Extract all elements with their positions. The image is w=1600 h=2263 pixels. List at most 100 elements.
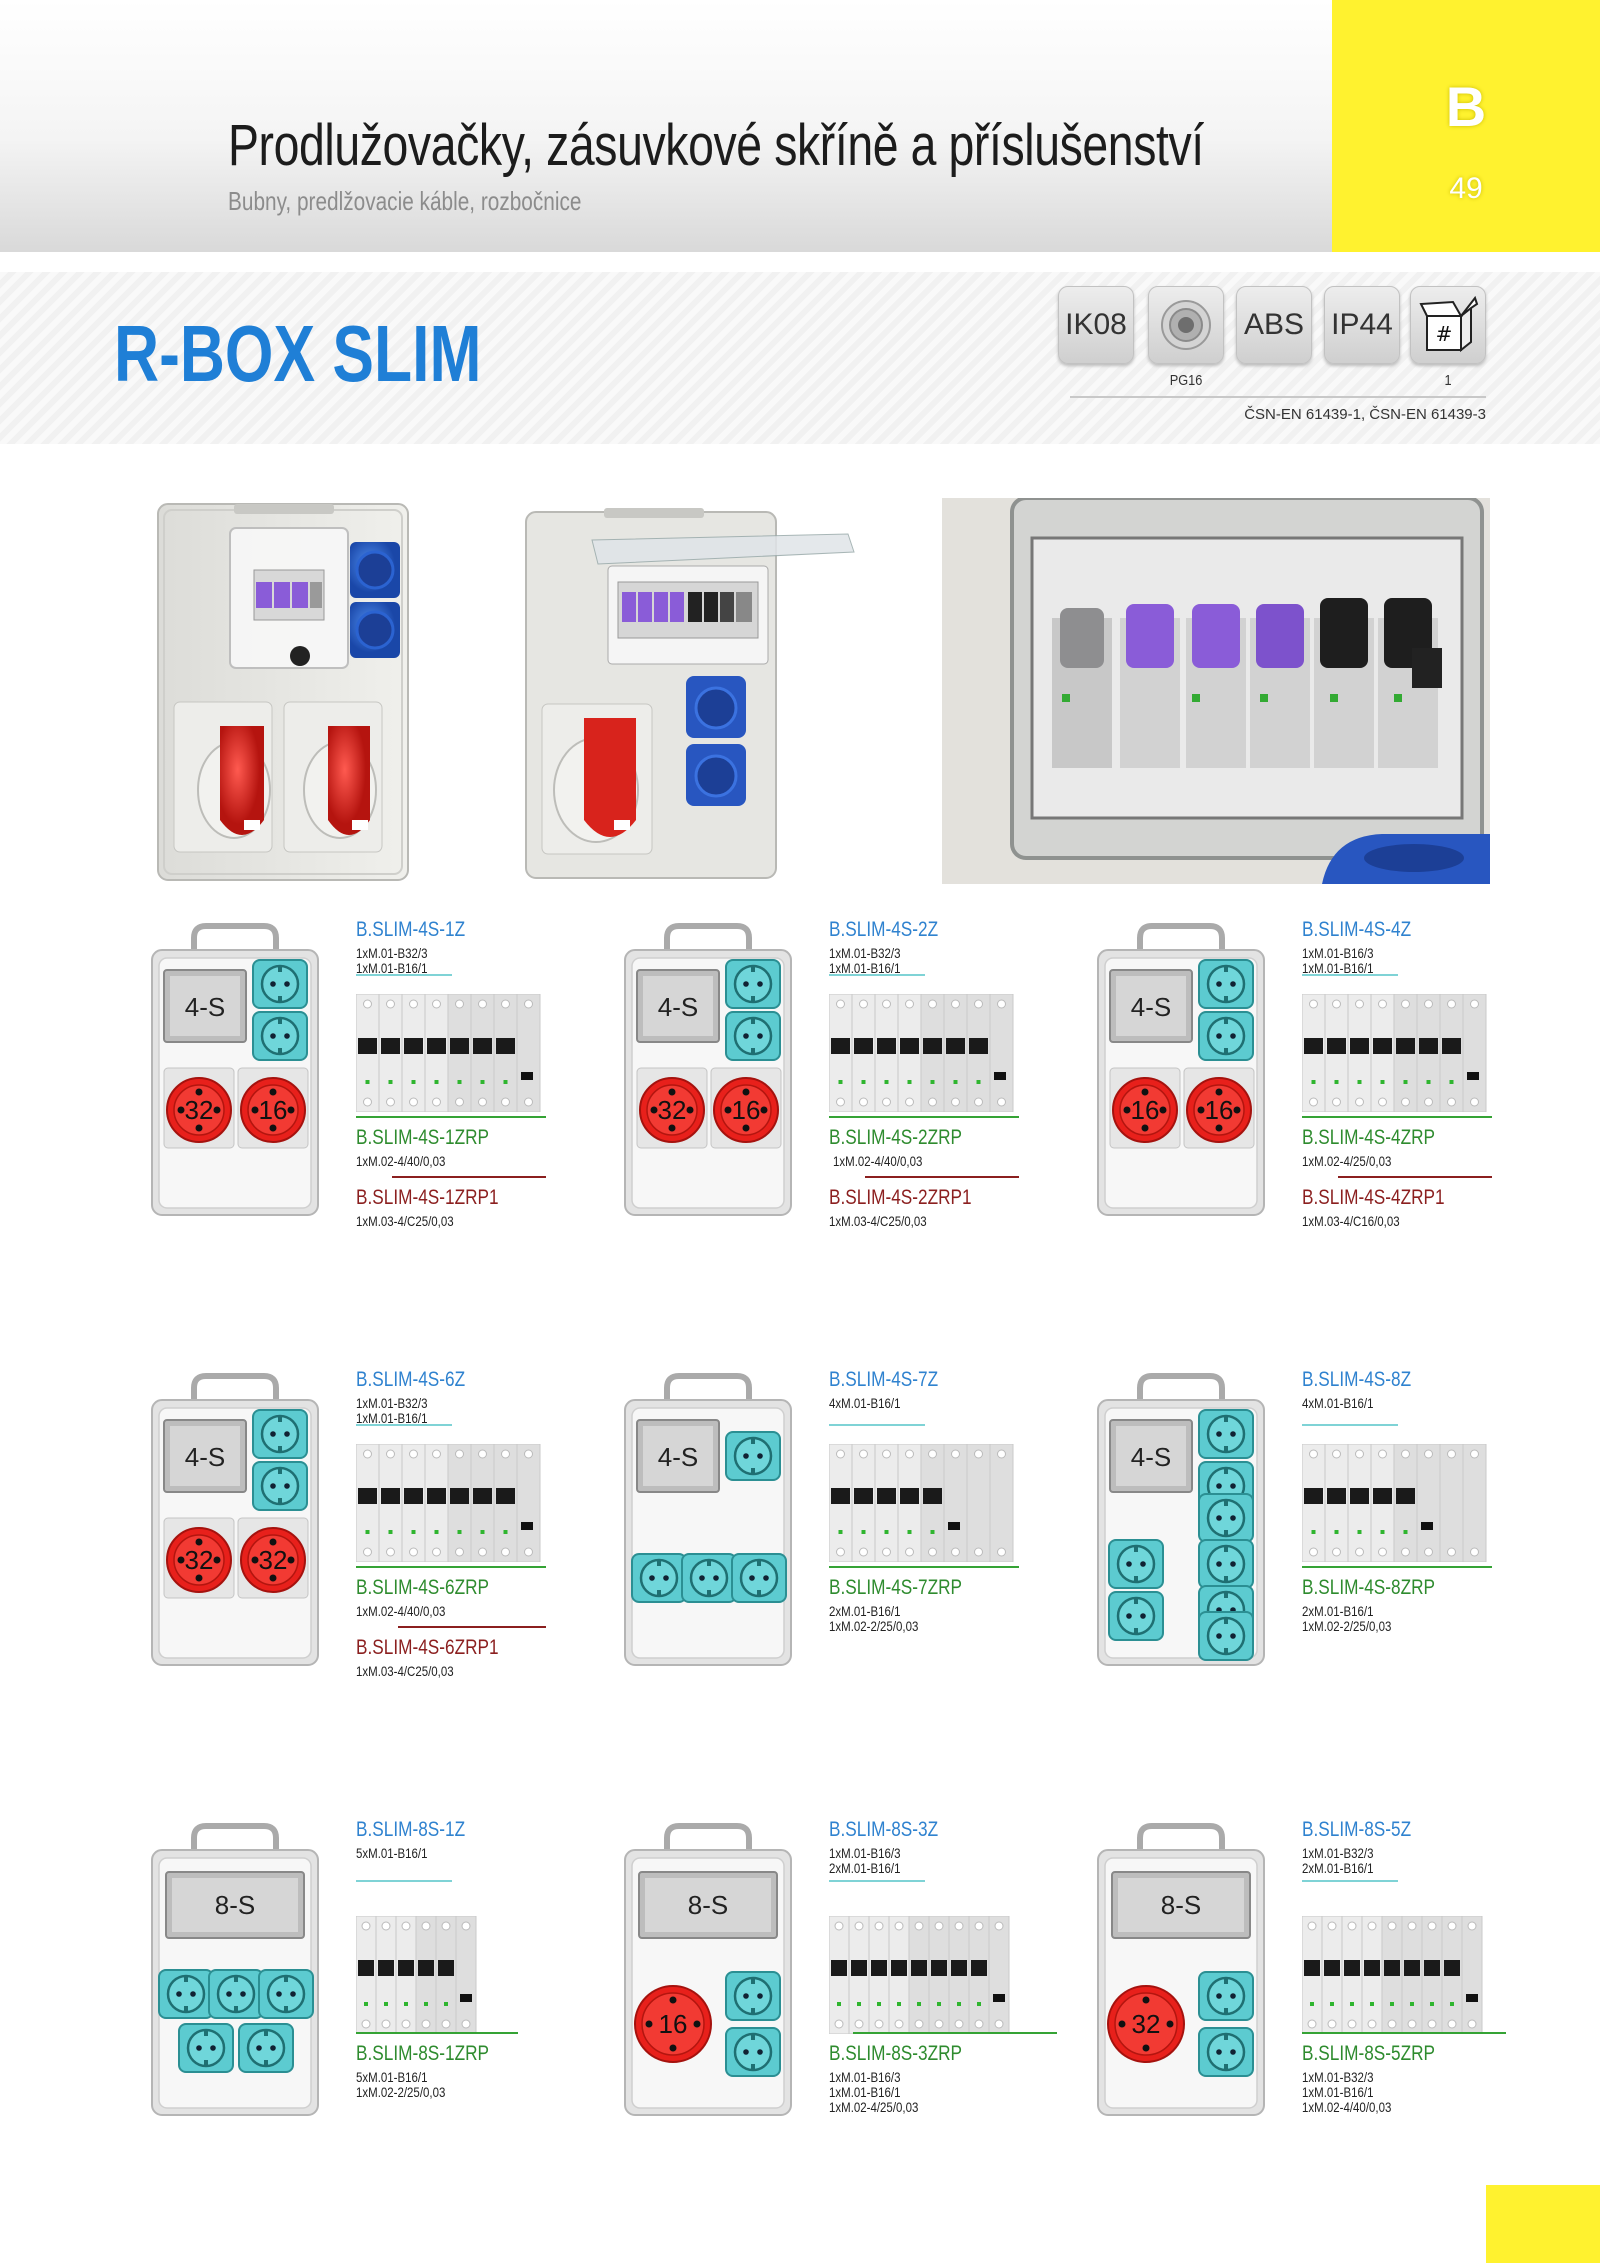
rule-teal	[356, 1424, 452, 1426]
model-spec-line: 2xM.01-B16/1	[1302, 1860, 1374, 1876]
rule-teal	[356, 1880, 452, 1882]
page-subtitle: Bubny, predlžovacie káble, rozbočnice	[228, 186, 582, 216]
rule-green	[356, 1116, 546, 1118]
enclosure-diagram: 8-S 32	[1097, 1823, 1265, 2116]
teal-socket-icon	[1198, 2027, 1254, 2077]
model-name-zrp: B.SLIM-8S-3ZRP	[829, 2042, 963, 2065]
teal-socket-icon	[1198, 1971, 1254, 2021]
model-name-zrp: B.SLIM-4S-2ZRP	[829, 1126, 963, 1149]
standards-divider	[1070, 396, 1486, 398]
rule-dark-red	[1338, 1176, 1492, 1178]
teal-socket-icon	[252, 959, 308, 1009]
socket-rating: 16	[1205, 1095, 1234, 1125]
model-name-z: B.SLIM-8S-1Z	[356, 1818, 466, 1841]
enclosure-label: 4-S	[185, 1442, 225, 1472]
socket-rating: 32	[1132, 2009, 1161, 2039]
package-quantity-label: 1	[1444, 372, 1452, 389]
model-name-zrp1: B.SLIM-4S-1ZRP1	[356, 1186, 499, 1209]
rule-teal	[829, 974, 925, 976]
model-spec-line: 1xM.01-B16/3	[829, 1845, 901, 1861]
red-socket-icon: 32	[639, 1077, 705, 1143]
ik08-badge: IK08	[1058, 286, 1134, 364]
model-name-zrp1: B.SLIM-4S-4ZRP1	[1302, 1186, 1445, 1209]
model-spec-line: 2xM.01-B16/1	[1302, 1603, 1374, 1619]
teal-socket-icon	[178, 2023, 234, 2073]
teal-socket-icon	[1198, 959, 1254, 1009]
model-spec-line: 1xM.01-B32/3	[356, 1395, 428, 1411]
breaker-strip-diagram	[1302, 1444, 1487, 1562]
socket-rating: 16	[732, 1095, 761, 1125]
ip44-text: IP44	[1331, 308, 1393, 341]
page-number: 49	[1449, 172, 1483, 205]
rule-teal	[356, 974, 452, 976]
teal-socket-icon	[1198, 1011, 1254, 1061]
breaker-strip-diagram	[829, 1916, 1010, 2034]
model-spec-line: 1xM.01-B16/1	[356, 960, 428, 976]
rule-dark-red	[398, 1626, 546, 1628]
model-name-z: B.SLIM-8S-3Z	[829, 1818, 939, 1841]
section-tab: B 49	[1332, 0, 1600, 252]
teal-socket-icon	[252, 1409, 308, 1459]
teal-socket-icon	[725, 1971, 781, 2021]
model-spec-line: 1xM.02-2/25/0,03	[1302, 1618, 1392, 1634]
teal-socket-icon	[1198, 1493, 1254, 1543]
ik08-text: IK08	[1065, 308, 1127, 341]
rule-teal	[829, 1424, 925, 1426]
model-name-z: B.SLIM-4S-4Z	[1302, 918, 1412, 941]
model-spec-line: 1xM.02-2/25/0,03	[829, 1618, 919, 1634]
product-photo-breaker-detail	[942, 498, 1490, 884]
teal-socket-icon	[1198, 1409, 1254, 1459]
model-spec-line: 1xM.01-B32/3	[356, 945, 428, 961]
model-name-zrp: B.SLIM-4S-7ZRP	[829, 1576, 963, 1599]
rule-dark-red	[865, 1176, 1019, 1178]
enclosure-label: 8-S	[1161, 1890, 1201, 1920]
model-spec-line: 1xM.02-4/40/0,03	[1302, 2099, 1392, 2115]
model-spec-line: 1xM.01-B16/3	[829, 2069, 901, 2085]
red-socket-icon: 32	[166, 1527, 232, 1593]
red-socket-icon: 16	[634, 1985, 712, 2063]
model-name-zrp1: B.SLIM-4S-2ZRP1	[829, 1186, 972, 1209]
breaker-strip-diagram	[1302, 994, 1487, 1112]
teal-socket-icon	[681, 1553, 737, 1603]
pg16-gland-icon	[1148, 286, 1224, 364]
model-spec-line: 1xM.01-B16/1	[356, 1410, 428, 1426]
rule-green	[853, 2032, 1057, 2034]
teal-socket-icon	[725, 1431, 781, 1481]
red-socket-icon: 16	[1112, 1077, 1178, 1143]
model-spec-line: 2xM.01-B16/1	[829, 1603, 901, 1619]
package-box-icon: #	[1410, 286, 1486, 364]
socket-rating: 16	[659, 2009, 688, 2039]
red-socket-icon: 32	[1107, 1985, 1185, 2063]
page-title: Prodlužovačky, zásuvkové skříně a příslu…	[228, 113, 1204, 178]
red-socket-icon: 32	[240, 1527, 306, 1593]
rule-green	[829, 1116, 1019, 1118]
model-spec-line: 1xM.03-4/C25/0,03	[829, 1213, 927, 1229]
product-title: R-BOX SLIM	[114, 309, 482, 398]
rule-green	[1302, 1116, 1492, 1118]
model-spec-line: 1xM.02-4/40/0,03	[833, 1153, 923, 1169]
teal-socket-icon	[1108, 1591, 1164, 1641]
rule-green	[356, 1566, 546, 1568]
teal-socket-icon	[158, 1969, 214, 2019]
model-spec-line: 4xM.01-B16/1	[829, 1395, 901, 1411]
enclosure-diagram: 4-S	[1097, 1373, 1265, 1666]
model-spec-line: 1xM.01-B16/1	[829, 2084, 901, 2100]
ip44-badge: IP44	[1324, 286, 1400, 364]
model-name-z: B.SLIM-4S-7Z	[829, 1368, 939, 1391]
breaker-strip-diagram	[356, 994, 541, 1112]
package-count-symbol: #	[1436, 322, 1453, 346]
abs-text: ABS	[1243, 308, 1305, 341]
red-socket-icon: 16	[240, 1077, 306, 1143]
model-spec-line: 5xM.01-B16/1	[356, 2069, 428, 2085]
model-spec-line: 1xM.02-4/25/0,03	[1302, 1153, 1392, 1169]
rule-teal	[1302, 1424, 1398, 1426]
pg16-label: PG16	[1169, 372, 1203, 389]
model-spec-line: 1xM.03-4/C25/0,03	[356, 1213, 454, 1229]
